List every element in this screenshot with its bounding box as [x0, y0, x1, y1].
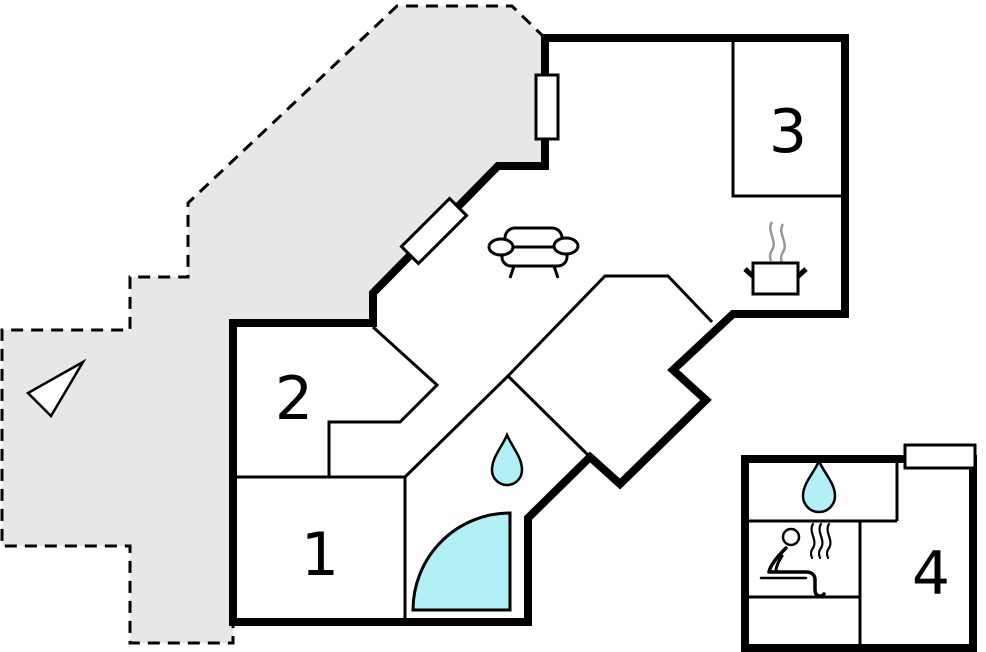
- room-1-label: 1: [301, 520, 339, 590]
- sofa-icon: [487, 226, 580, 279]
- room3-walls: [731, 42, 843, 198]
- stove-steam-2: [779, 223, 786, 263]
- shower-icon: [411, 511, 512, 612]
- sauna-person-arm: [774, 554, 784, 573]
- sauna-icon: [759, 522, 832, 598]
- main-building: [229, 34, 849, 626]
- room-3-label: 3: [769, 97, 807, 167]
- annex-building: [741, 443, 977, 652]
- stove-steam: [768, 221, 775, 262]
- window-main-diagonal-icon: [399, 196, 469, 266]
- sauna-person-head: [781, 527, 801, 547]
- room-4-label: 4: [912, 539, 950, 609]
- terrace-area: [2, 6, 545, 643]
- window-annex-top-icon: [903, 443, 977, 470]
- north-arrow-icon: [25, 358, 87, 419]
- terrace: [0, 4, 547, 645]
- water-drop-bathroom-icon: [490, 431, 524, 487]
- stove-icon: [743, 221, 808, 296]
- sauna-steam-3: [825, 522, 832, 560]
- room2-corridor-walls: [327, 325, 440, 477]
- annex-interior-walls: [749, 462, 899, 645]
- interior-walls: [237, 42, 843, 620]
- sauna-steam-2: [817, 522, 824, 560]
- window-main-left-icon: [534, 73, 560, 141]
- bathroom-diagonal-wall: [403, 374, 510, 479]
- sauna-steam: [809, 522, 816, 560]
- hall-diamond-walls: [505, 274, 714, 459]
- sauna-person-body: [767, 546, 826, 598]
- terrace-dashed-border: [0, 4, 547, 645]
- room-labels: 1 2 3 4: [275, 97, 950, 609]
- water-drop-annex-icon: [801, 457, 837, 514]
- room-2-label: 2: [275, 364, 313, 434]
